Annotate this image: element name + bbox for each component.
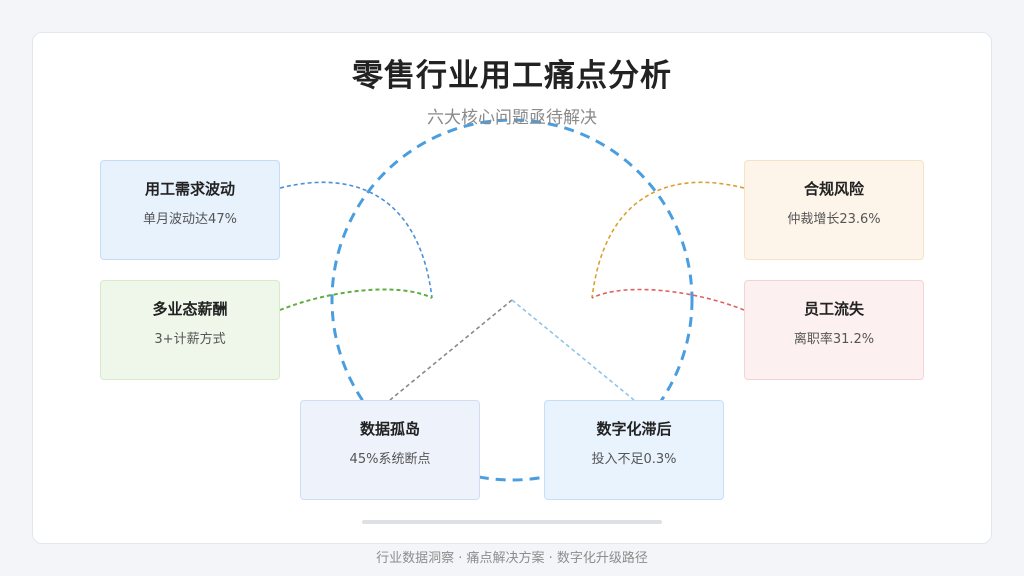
connector-pay bbox=[279, 288, 433, 311]
box-stat: 投入不足0.3% bbox=[591, 452, 677, 467]
page-subtitle: 六大核心问题亟待解决 bbox=[427, 108, 597, 128]
box-stat: 离职率31.2% bbox=[793, 332, 875, 347]
box-digital-lag: 数字化滞后 投入不足0.3% bbox=[544, 400, 724, 500]
box-stat: 单月波动达47% bbox=[143, 212, 237, 227]
box-title: 员工流失 bbox=[803, 300, 864, 318]
connector-demand bbox=[279, 181, 433, 299]
box-employee-turnover: 员工流失 离职率31.2% bbox=[744, 280, 924, 380]
connector-data bbox=[389, 299, 513, 401]
box-compliance-risk: 合规风险 仲裁增长23.6% bbox=[744, 160, 924, 260]
page-title: 零售行业用工痛点分析 bbox=[352, 58, 672, 94]
connector-digital bbox=[511, 299, 635, 401]
center-circle bbox=[330, 118, 694, 482]
footer-text: 行业数据洞察 · 痛点解决方案 · 数字化升级路径 bbox=[376, 551, 648, 566]
box-stat: 3+计薪方式 bbox=[154, 332, 226, 347]
connector-comply bbox=[591, 181, 745, 299]
box-title: 数字化滞后 bbox=[596, 420, 672, 438]
scrollbar[interactable] bbox=[362, 520, 662, 524]
connector-turnover bbox=[591, 288, 745, 311]
box-title: 用工需求波动 bbox=[144, 180, 235, 198]
box-demand-fluctuation: 用工需求波动 单月波动达47% bbox=[100, 160, 280, 260]
box-stat: 45%系统断点 bbox=[349, 452, 431, 467]
box-title: 数据孤岛 bbox=[359, 420, 420, 438]
box-title: 多业态薪酬 bbox=[152, 300, 228, 318]
box-multi-format-pay: 多业态薪酬 3+计薪方式 bbox=[100, 280, 280, 380]
box-data-silos: 数据孤岛 45%系统断点 bbox=[300, 400, 480, 500]
box-stat: 仲裁增长23.6% bbox=[787, 212, 881, 227]
box-title: 合规风险 bbox=[803, 180, 864, 198]
